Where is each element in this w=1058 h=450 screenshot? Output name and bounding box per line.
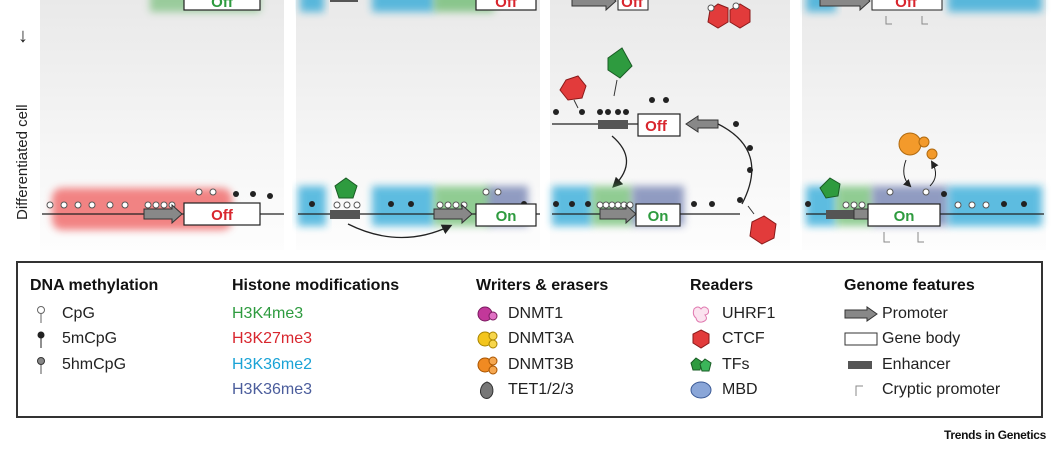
- legend-title: Histone modifications: [232, 277, 400, 294]
- 5mcpg-icon: [37, 331, 45, 349]
- legend-label: Cryptic promoter: [882, 381, 1001, 399]
- legend-title: Genome features: [844, 277, 975, 294]
- legend-dna-methylation: DNA methylation CpG 5mCpG 5hmCpG: [30, 277, 158, 378]
- legend-label: H3K4me3: [232, 304, 304, 322]
- gene-body-icon: [844, 332, 878, 346]
- legend-label: H3K27me3: [232, 330, 313, 348]
- panel-3-middle-label: Off: [645, 118, 668, 135]
- legend-title: Writers & erasers: [476, 277, 609, 294]
- legend-row: Gene body: [844, 327, 1000, 353]
- legend-row: TFs: [690, 352, 775, 378]
- legend-label: TFs: [722, 355, 750, 373]
- panel-4-bottom-label: On: [894, 208, 915, 225]
- legend-row: DNMT1: [476, 301, 608, 327]
- legend-label: DNMT3A: [508, 330, 574, 348]
- cpg-row: [46, 188, 217, 209]
- tf-icon: [690, 357, 712, 372]
- legend-row: Promoter: [844, 301, 1000, 327]
- legend-writers-erasers: Writers & erasers DNMT1 DNMT3A DNMT3B TE…: [476, 277, 608, 403]
- enhancer-icon: [848, 360, 872, 369]
- panel-2-bottom-label: On: [496, 208, 517, 225]
- legend-row: MBD: [690, 378, 775, 404]
- legend-label: H3K36me2: [232, 355, 313, 373]
- mbd-icon: [690, 381, 712, 399]
- legend-row: TET1/2/3: [476, 378, 608, 404]
- panel-1-top: Off: [150, 0, 261, 12]
- promoter-icon: [844, 305, 878, 322]
- legend-row: CTCF: [690, 327, 775, 353]
- legend-genome-features: Genome features Promoter Gene body Enhan…: [844, 277, 1000, 403]
- legend-label: 5mCpG: [62, 330, 118, 348]
- legend-row: CpG: [30, 301, 158, 327]
- diagram-svg: Off Off Off O: [42, 0, 1044, 245]
- 5hmcpg-icon: [37, 356, 45, 374]
- panel-1-top-label: Off: [211, 0, 234, 11]
- panel-3-top: Off: [571, 0, 751, 29]
- legend-readers: Readers UHRF1 CTCF TFs MBD: [690, 277, 775, 403]
- dnmt3b-icon: [477, 356, 498, 375]
- tet-icon: [480, 381, 494, 400]
- legend-label: Gene body: [882, 330, 961, 348]
- legend-label: TET1/2/3: [508, 381, 574, 399]
- down-arrow-icon: ↓: [18, 25, 28, 47]
- panel-4-bottom: On: [805, 132, 1044, 243]
- cryptic-promoter-icon: [855, 385, 863, 397]
- legend-row: 5hmCpG: [30, 352, 158, 378]
- legend-row: 5mCpG: [30, 327, 158, 353]
- panel-3-top-label: Off: [621, 0, 644, 11]
- journal-footer: Trends in Genetics: [944, 428, 1046, 442]
- panel-3-bottom: On: [552, 186, 777, 245]
- legend-label: 5hmCpG: [62, 355, 127, 373]
- legend-label: DNMT3B: [508, 355, 574, 373]
- panel-2-top: Off: [300, 0, 537, 12]
- legend-row: Enhancer: [844, 352, 1000, 378]
- legend-label: DNMT1: [508, 304, 564, 322]
- legend: DNA methylation CpG 5mCpG 5hmCpG Histone…: [16, 261, 1043, 418]
- legend-title: DNA methylation: [30, 277, 159, 294]
- legend-label: CpG: [62, 304, 95, 322]
- dnmt1-icon: [477, 306, 498, 322]
- legend-row: DNMT3A: [476, 327, 608, 353]
- panel-2-bottom: On: [298, 177, 540, 239]
- uhrf1-icon: [692, 306, 710, 323]
- panel-3-bottom-label: On: [648, 208, 669, 225]
- panel-3-middle: Off: [552, 47, 753, 205]
- panel-4-top-label: Off: [895, 0, 918, 11]
- legend-title: Readers: [690, 277, 754, 294]
- panel-1-bottom-label: Off: [211, 207, 234, 224]
- legend-label: H3K36me3: [232, 381, 313, 399]
- legend-label: UHRF1: [722, 304, 776, 322]
- legend-label: MBD: [722, 381, 758, 399]
- legend-row: Cryptic promoter: [844, 378, 1000, 404]
- cpg-icon: [37, 305, 45, 323]
- legend-label: Promoter: [882, 304, 948, 322]
- panel-2-top-label: Off: [495, 0, 518, 11]
- panel-1-bottom: Off: [42, 188, 284, 230]
- dnmt3a-icon: [477, 331, 498, 349]
- legend-row: UHRF1: [690, 301, 775, 327]
- legend-histone-modifications: Histone modifications H3K4me3 H3K27me3 H…: [232, 277, 399, 403]
- legend-label: CTCF: [722, 330, 765, 348]
- legend-label: Enhancer: [882, 355, 951, 373]
- ctcf-icon: [692, 329, 710, 349]
- panel-4-top: Off: [806, 0, 1042, 25]
- legend-row: DNMT3B: [476, 352, 608, 378]
